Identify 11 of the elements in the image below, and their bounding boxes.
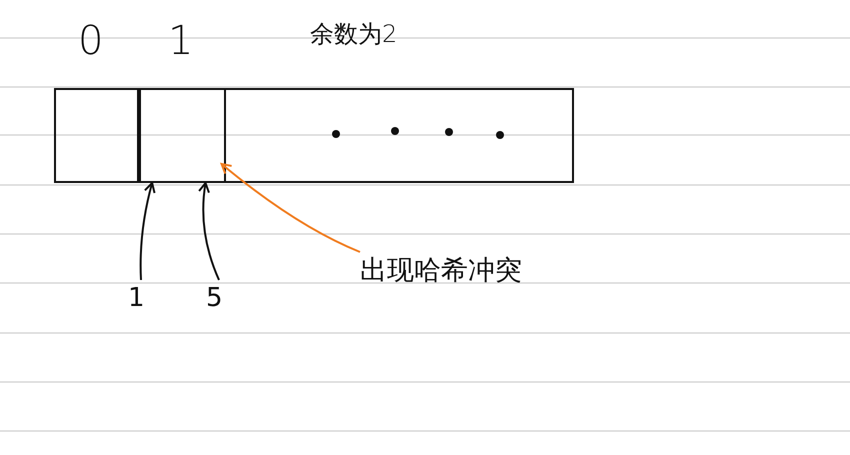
arrow — [198, 182, 220, 280]
value-label: 5 — [206, 280, 232, 316]
array-slot — [137, 88, 226, 183]
annotation-text: 出现哈希冲突 — [360, 252, 580, 290]
arrow — [140, 182, 156, 280]
array-box — [54, 88, 574, 183]
arrow — [220, 163, 360, 253]
index-label: 0 — [78, 18, 104, 64]
index-label: 1 — [168, 18, 194, 64]
remainder-note: 余数为2 — [310, 19, 398, 50]
value-label: 1 — [128, 280, 154, 316]
